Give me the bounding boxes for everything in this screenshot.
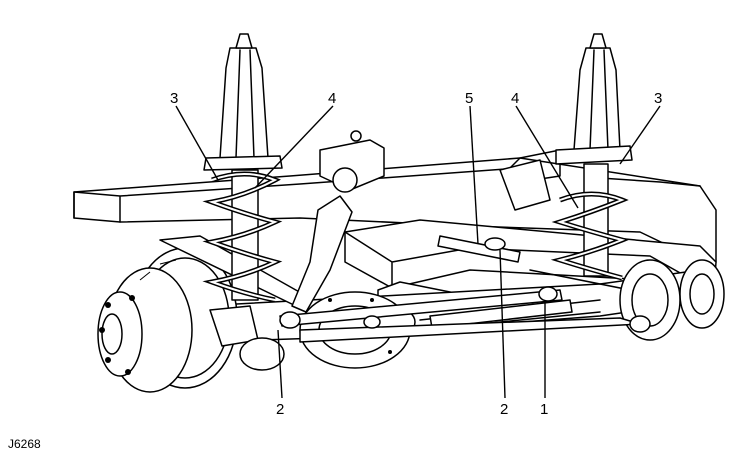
callout-center-lower: 2 bbox=[500, 401, 508, 418]
callout-right-spring: 3 bbox=[654, 90, 662, 107]
callout-center-rod: 5 bbox=[465, 90, 473, 107]
left-spring-tower bbox=[203, 33, 283, 301]
left-hub-disc bbox=[97, 247, 285, 393]
callout-left-seat: 4 bbox=[328, 90, 336, 107]
left-coil-spring bbox=[202, 171, 283, 303]
right-coil-spring bbox=[550, 191, 630, 281]
callout-left-spring: 3 bbox=[170, 90, 178, 107]
steering-arm bbox=[291, 130, 385, 313]
callout-right-seat: 4 bbox=[511, 90, 519, 107]
figure-reference-code: J6268 bbox=[8, 437, 41, 451]
right-spring-tower bbox=[499, 33, 633, 277]
leader-lines bbox=[175, 105, 661, 399]
callout-left-lower: 2 bbox=[276, 401, 284, 418]
callout-right-lower: 1 bbox=[540, 401, 548, 418]
